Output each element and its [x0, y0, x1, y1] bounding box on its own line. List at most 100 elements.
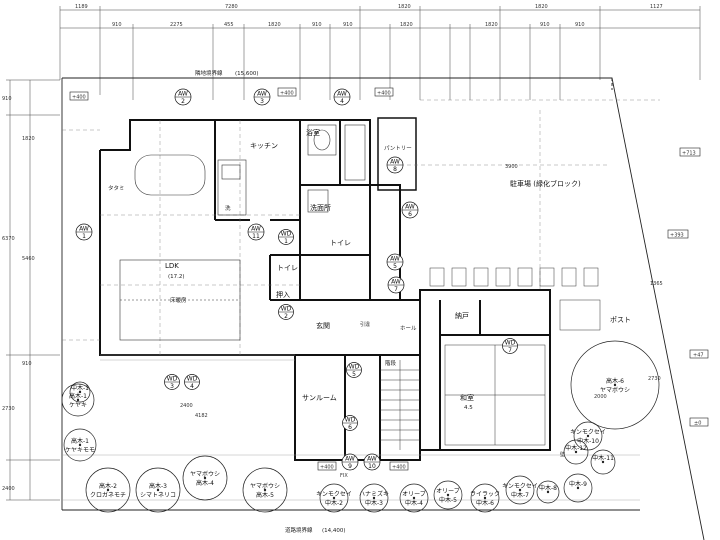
- left-dimension-texts: 910 6370 5460 1820 2730 910 2400: [2, 96, 35, 492]
- tree-name: オリーブ: [436, 487, 460, 495]
- dim-2000: 2000: [594, 394, 607, 400]
- wd-tag-number: 4: [190, 383, 194, 390]
- elev-mark-7: [689, 417, 709, 427]
- wd-tag-number: 3: [170, 383, 174, 390]
- tree-species: 中木-2: [325, 499, 343, 507]
- room-toilet2: トイレ: [330, 239, 351, 247]
- aw-tag-code: AW: [391, 279, 401, 286]
- aw-tag-number: 1: [82, 233, 86, 240]
- aw-tag-code: AW: [367, 456, 377, 463]
- wd-tag-code: WD: [281, 231, 292, 238]
- dim-4182: 4182: [195, 413, 208, 419]
- wd-tag-code: WD: [187, 376, 198, 383]
- dim-left-5: 2730: [2, 406, 15, 412]
- dim-sub-8: 1820: [485, 22, 498, 28]
- dim-top-1: 1189: [75, 4, 88, 10]
- tree-name: 中木-8: [539, 484, 557, 492]
- tree-14: 中木-8: [536, 480, 560, 504]
- aw-tag-code: AW: [405, 204, 415, 211]
- dim-sub-7: 1820: [400, 22, 413, 28]
- top-dimension-lines: [59, 6, 701, 100]
- elev-text-1: +400: [72, 95, 86, 101]
- tatami-layout: [444, 344, 546, 446]
- mailbox-label: ポスト: [610, 316, 631, 324]
- tree-species: 中木-4: [405, 499, 423, 507]
- tree-species: ケヤキ: [69, 402, 87, 409]
- aw-tag-4: AW4: [333, 88, 351, 106]
- dim-top-3: 1820: [398, 4, 411, 10]
- aw-tag-number: 11: [252, 233, 260, 240]
- tree-name: ハナミズキ: [359, 490, 389, 498]
- note-fix: FIX: [340, 473, 348, 479]
- elevation-texts: +400 +400 +400 +713 +393 +47 ±0 +400 +40…: [72, 91, 704, 471]
- wd-tag-number: 6: [348, 424, 352, 431]
- room-pantry: パントリー: [384, 145, 412, 152]
- elev-mark-9: [389, 461, 409, 471]
- aw-tag-code: AW: [79, 226, 89, 233]
- room-storage: 納戸: [455, 311, 469, 320]
- road-boundary-label: 道路境界線: [285, 526, 313, 534]
- parking-green-blocks: [429, 267, 601, 331]
- dim-left-3: 5460: [22, 256, 35, 262]
- tree-15: 中木-9: [563, 473, 593, 503]
- elev-text-6: +47: [693, 353, 704, 359]
- elev-text-5: +393: [670, 233, 684, 239]
- room-japanese: 和室: [460, 393, 474, 402]
- elev-text-8: +400: [320, 465, 334, 471]
- elev-mark-8: [317, 461, 337, 471]
- neighbor-boundary-length: (15,600): [235, 71, 259, 77]
- room-sunroom: サンルーム: [302, 394, 337, 402]
- tree-species: 中木-7: [511, 491, 529, 499]
- room-stairs: 階段: [385, 359, 397, 367]
- room-closet: 押入: [276, 290, 290, 299]
- aw-tag-code: AW: [345, 456, 355, 463]
- room-parking: 駐車場 (緑化ブロック): [510, 179, 581, 188]
- dim-1365: 1365: [650, 281, 663, 287]
- tree-species: 中木-3: [365, 499, 383, 507]
- tree-species: 中木-5: [439, 496, 457, 504]
- dim-sub-10: 910: [575, 22, 585, 28]
- room-kitchen: キッチン: [250, 142, 278, 150]
- dim-left-1: 910: [2, 96, 12, 102]
- dim-sub-1: 910: [112, 22, 122, 28]
- dim-left-6: 910: [22, 361, 32, 367]
- interior-dims: 2400 4182 2730 2000 1365 3900 FIX 引違 壁: [180, 164, 663, 479]
- elev-text-3: +400: [377, 91, 391, 97]
- tree-species: 中木-6: [476, 499, 494, 507]
- dim-sub-3: 455: [224, 22, 234, 28]
- tree-name: オリーブ: [402, 490, 426, 498]
- room-ldk: LDK: [165, 262, 179, 270]
- elev-text-7: ±0: [694, 421, 701, 427]
- aw-tag-code: AW: [251, 226, 261, 233]
- wd-tag-number: 7: [508, 347, 512, 354]
- room-japanese-size: 4.5: [464, 405, 473, 411]
- tree-name: キンモクセイ: [570, 429, 606, 436]
- wd-tag-1: WD1: [278, 229, 294, 245]
- room-floor-heating: 床暖房: [170, 296, 187, 304]
- elev-mark-6: [689, 349, 709, 359]
- aw-tag-code: AW: [390, 256, 400, 263]
- aw-tag-number: 8: [393, 166, 397, 173]
- elev-mark-5: [667, 229, 689, 239]
- wd-tag-code: WD: [167, 376, 178, 383]
- tree-name: ヤマボウシ: [190, 470, 220, 478]
- wd-tag-5: WD5: [346, 362, 362, 378]
- elev-text-2: +400: [280, 91, 294, 97]
- tree-name: 中木-1: [71, 384, 89, 392]
- top-dimension-texts: 1189 7280 1820 1820 1127 910 2275 455 18…: [75, 4, 663, 28]
- aw-tag-code: AW: [257, 91, 267, 98]
- site-boundary: [61, 77, 705, 540]
- elev-mark-3: [374, 87, 394, 97]
- aw-tag-7: AW7: [387, 276, 405, 294]
- tree-species: ヤマボウシ: [600, 386, 630, 394]
